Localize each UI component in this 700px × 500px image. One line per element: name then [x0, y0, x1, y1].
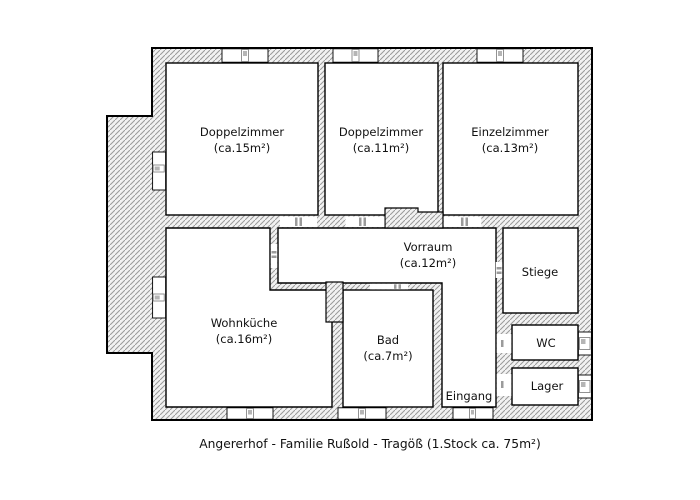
room-lager — [511, 367, 579, 406]
door-opening-wc — [496, 334, 512, 353]
label-vorraum-name: Vorraum — [404, 240, 453, 254]
label-eingang-name: Eingang — [446, 389, 493, 403]
room-wc — [511, 324, 579, 361]
door-opening-stiege — [495, 262, 503, 278]
room-bad — [342, 289, 434, 408]
room-einzelzimmer — [442, 62, 579, 216]
label-doppelzimmer-15-area: (ca.15m²) — [214, 141, 270, 155]
window-icon — [246, 408, 254, 419]
label-lager-name: Lager — [531, 379, 564, 393]
window-icon — [152, 293, 165, 302]
door-icon — [295, 217, 302, 226]
window-icon — [496, 49, 504, 62]
window-symbols — [152, 49, 591, 419]
room-vorraum-eingang — [277, 227, 497, 408]
bad-corner-wall — [325, 281, 344, 323]
chimney-block — [384, 207, 444, 229]
door-symbols — [271, 217, 504, 388]
door-icon — [394, 284, 401, 289]
window-icon — [351, 49, 360, 62]
room-floors — [165, 62, 579, 408]
door-icon — [501, 340, 504, 347]
window-icon — [579, 337, 591, 350]
room-doppelzimmer-11 — [324, 62, 439, 216]
door-icon — [271, 251, 277, 258]
room-labels: Doppelzimmer (ca.15m²) Doppelzimmer (ca.… — [200, 125, 564, 403]
label-doppelzimmer-15-name: Doppelzimmer — [200, 125, 284, 139]
door-icon — [496, 267, 502, 274]
windows — [152, 48, 592, 420]
label-einzelzimmer-name: Einzelzimmer — [471, 125, 549, 139]
room-doppelzimmer-15 — [165, 62, 319, 216]
label-einzelzimmer-area: (ca.13m²) — [482, 141, 538, 155]
label-doppelzimmer-11-area: (ca.11m²) — [353, 141, 409, 155]
interior-wall-blocks — [325, 207, 444, 323]
label-wc-name: WC — [536, 336, 555, 350]
door-opening-doppelzimmer-15 — [280, 216, 317, 227]
door-icon — [461, 217, 468, 226]
door-icon — [501, 381, 504, 388]
window-icon — [152, 164, 165, 173]
window-icon — [358, 408, 366, 419]
plan-caption: Angererhof - Familie Rußold - Tragöß (1.… — [199, 437, 541, 451]
room-stiege — [502, 227, 579, 314]
label-doppelzimmer-11-name: Doppelzimmer — [339, 125, 423, 139]
label-vorraum-area: (ca.12m²) — [400, 256, 456, 270]
door-icon — [469, 408, 476, 419]
label-bad-name: Bad — [377, 333, 399, 347]
label-wohnkueche-name: Wohnküche — [211, 316, 278, 330]
label-wohnkueche-area: (ca.16m²) — [216, 332, 272, 346]
label-bad-area: (ca.7m²) — [363, 349, 412, 363]
window-icon — [241, 49, 249, 62]
door-opening-bad — [370, 283, 408, 290]
door-icon — [359, 217, 366, 226]
label-stiege-name: Stiege — [522, 265, 558, 279]
door-opening-lager — [496, 374, 512, 396]
window-icon — [579, 380, 591, 393]
